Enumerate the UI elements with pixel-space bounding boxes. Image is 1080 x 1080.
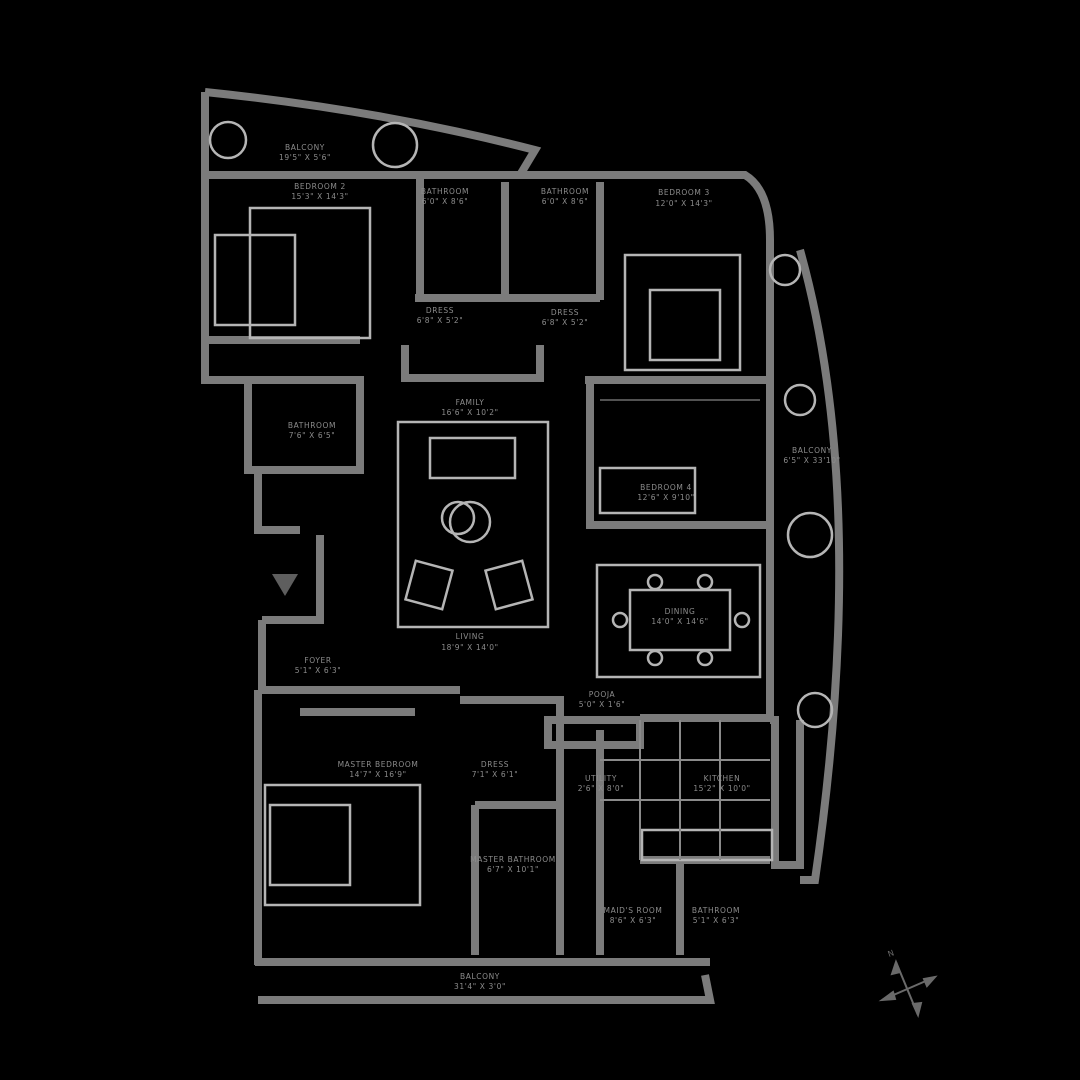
room-label-living: LIVING 18'9" X 14'0" <box>441 632 498 652</box>
svg-text:MAID'S ROOM: MAID'S ROOM <box>604 906 663 915</box>
north-arrow-icon: N <box>878 948 938 1019</box>
svg-text:31'4" X 3'0": 31'4" X 3'0" <box>454 982 506 991</box>
svg-text:LIVING: LIVING <box>456 632 485 641</box>
svg-text:DRESS: DRESS <box>481 760 509 769</box>
svg-text:FAMILY: FAMILY <box>456 398 485 407</box>
svg-text:5'1" X 6'3": 5'1" X 6'3" <box>693 916 740 925</box>
svg-text:BALCONY: BALCONY <box>460 972 500 981</box>
bedroom-2-bed <box>213 206 372 340</box>
svg-text:FOYER: FOYER <box>304 656 331 665</box>
north-label: N <box>887 948 896 959</box>
svg-text:7'6" X 6'5": 7'6" X 6'5" <box>289 431 336 440</box>
dining-table <box>595 563 762 679</box>
svg-text:6'0" X 8'6": 6'0" X 8'6" <box>542 197 589 206</box>
svg-text:12'6" X 9'10": 12'6" X 9'10" <box>637 493 694 502</box>
svg-text:6'8" X 5'2": 6'8" X 5'2" <box>417 316 464 325</box>
svg-text:BALCONY: BALCONY <box>792 446 832 455</box>
room-label-bedroom-2: BEDROOM 215'3" X 14'3" <box>291 182 348 201</box>
svg-text:DRESS: DRESS <box>551 308 579 317</box>
svg-text:POOJA: POOJA <box>589 690 616 699</box>
svg-text:6'5" X 33'10": 6'5" X 33'10" <box>783 456 840 465</box>
svg-text:6'7" X 10'1": 6'7" X 10'1" <box>487 865 539 874</box>
master-bed <box>263 783 422 907</box>
svg-text:6'8" X 5'2": 6'8" X 5'2" <box>542 318 589 327</box>
svg-text:14'7" X 16'9": 14'7" X 16'9" <box>349 770 406 779</box>
svg-text:18'9" X 14'0": 18'9" X 14'0" <box>441 643 498 652</box>
svg-text:12'0" X 14'3": 12'0" X 14'3" <box>655 199 712 208</box>
svg-text:14'0" X 14'6": 14'0" X 14'6" <box>651 617 708 626</box>
living-rug <box>396 420 550 629</box>
svg-text:5'1" X 6'3": 5'1" X 6'3" <box>295 666 342 675</box>
svg-text:BATHROOM: BATHROOM <box>421 187 469 196</box>
bedroom-4-bed <box>598 399 760 515</box>
plants <box>208 120 834 729</box>
svg-text:DRESS: DRESS <box>426 306 454 315</box>
svg-text:DINING: DINING <box>665 607 696 616</box>
furniture <box>208 120 834 907</box>
room-label-bedroom-4: BEDROOM 412'6" X 9'10" <box>637 483 694 502</box>
svg-text:BATHROOM: BATHROOM <box>692 906 740 915</box>
svg-text:15'2" X 10'0": 15'2" X 10'0" <box>693 784 750 793</box>
svg-text:MASTER BEDROOM: MASTER BEDROOM <box>338 760 419 769</box>
svg-text:MASTER BATHROOM: MASTER BATHROOM <box>470 855 556 864</box>
svg-text:BATHROOM: BATHROOM <box>288 421 336 430</box>
bedroom-3-bed <box>623 253 742 372</box>
svg-text:5'0" X 1'6": 5'0" X 1'6" <box>579 700 626 709</box>
svg-text:UTILITY: UTILITY <box>585 774 617 783</box>
room-label-bedroom-3: BEDROOM 3 12'0" X 14'3" <box>655 188 712 208</box>
svg-text:16'6" X 10'2": 16'6" X 10'2" <box>441 408 498 417</box>
svg-text:19'5" X 5'6": 19'5" X 5'6" <box>279 153 331 162</box>
svg-text:BEDROOM 4: BEDROOM 4 <box>640 483 692 492</box>
svg-text:BEDROOM 2: BEDROOM 2 <box>294 182 346 191</box>
entrance-triangle-icon <box>272 574 298 596</box>
svg-text:BATHROOM: BATHROOM <box>541 187 589 196</box>
svg-text:7'1" X 6'1": 7'1" X 6'1" <box>472 770 519 779</box>
kitchen-counter <box>600 720 774 862</box>
svg-text:BALCONY: BALCONY <box>285 143 325 152</box>
svg-text:BEDROOM 3: BEDROOM 3 <box>658 188 710 197</box>
svg-text:KITCHEN: KITCHEN <box>704 774 741 783</box>
svg-text:15'3" X 14'3": 15'3" X 14'3" <box>291 192 348 201</box>
svg-text:8'6" X 6'3": 8'6" X 6'3" <box>610 916 657 925</box>
svg-text:6'0" X 8'6": 6'0" X 8'6" <box>422 197 469 206</box>
walls <box>201 88 844 1004</box>
svg-text:2'6" X 8'0": 2'6" X 8'0" <box>578 784 625 793</box>
